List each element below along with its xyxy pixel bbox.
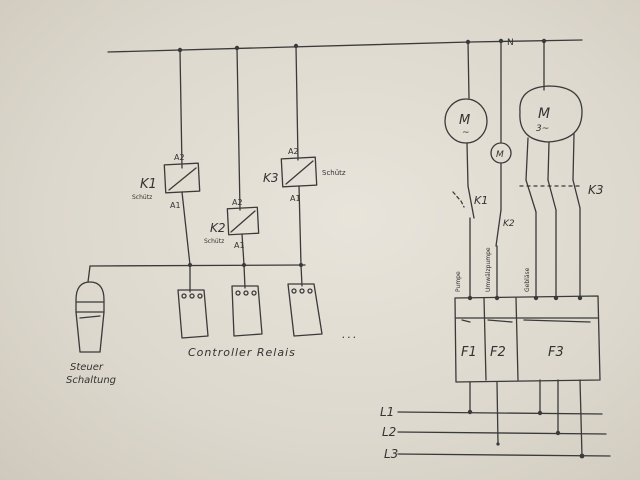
controller-label: Controller Relais (188, 346, 296, 359)
wire-k2-down (241, 233, 245, 266)
feed-k2 (236, 47, 241, 211)
k3-note: Schütz (322, 169, 346, 177)
k3-a2-label: A2 (288, 147, 299, 156)
motor-2: M (490, 40, 512, 211)
load-label-1: Pumpe (455, 271, 462, 292)
wire-relay3 (300, 264, 303, 287)
relay-ellipsis: ... (342, 328, 359, 341)
k3-a1-label: A1 (290, 194, 301, 203)
steuer-label-2: Schaltung (66, 375, 116, 386)
controller-relay-1 (177, 289, 209, 339)
node-l1-f3 (537, 410, 543, 416)
fuse-f3-label: F3 (548, 345, 564, 360)
wire-k3-down (298, 185, 302, 266)
neutral-label: N (507, 38, 514, 48)
switch-k1-label: K1 (474, 194, 488, 207)
supply-line-l2 (397, 431, 607, 435)
supply-line-l1 (397, 411, 603, 415)
k1-note: Schütz (132, 194, 152, 201)
k2-label: K2 (210, 221, 226, 235)
switch-k1: K1 (452, 185, 488, 297)
top-bus-line (107, 39, 583, 53)
fuse-f2-label: F2 (490, 345, 506, 360)
line-l3-label: L3 (384, 447, 398, 461)
switch-k3: K3 (519, 179, 604, 299)
k3-label: K3 (263, 171, 279, 185)
switch-k3-label: K3 (588, 183, 604, 197)
motor3-phase: 3~ (536, 124, 549, 134)
switch-k2: K2 (495, 209, 515, 297)
k1-label: K1 (140, 177, 157, 192)
motor-3: M 3~ (519, 40, 583, 181)
controller-relay-3 (287, 283, 323, 337)
motor1-phase: ~ (462, 128, 470, 138)
k2-note: Schütz (204, 238, 224, 245)
fuse-f1-label: F1 (461, 345, 477, 360)
node-l1-f1 (467, 409, 473, 415)
fuse-block: F1 F2 F3 (454, 295, 601, 383)
motor2-symbol: M (496, 150, 504, 160)
feed-k3 (295, 45, 299, 161)
feed-k1 (179, 49, 183, 169)
contactor-k3: A2 A1 K3 Schütz (263, 147, 346, 203)
contactor-k2: A2 A1 K2 Schütz (204, 198, 260, 250)
node-neutral (496, 442, 500, 446)
control-bus-line (87, 264, 306, 283)
contactor-k1: A2 A1 K1 Schütz (132, 153, 201, 210)
k1-a2-label: A2 (174, 153, 185, 162)
node-l2-f3 (555, 430, 561, 436)
load-label-3: Gebläse (524, 267, 531, 292)
line-l2-label: L2 (382, 425, 396, 439)
wire-relay2 (243, 264, 246, 289)
k2-a1-label: A1 (234, 241, 245, 250)
line-l1-label: L1 (380, 405, 394, 419)
node-l3-f3 (579, 453, 585, 459)
drop-f3c (579, 379, 583, 457)
steuer-label-1: Steuer (70, 362, 104, 373)
steuer-device: Steuer Schaltung (66, 281, 116, 386)
wire-k1-down (181, 191, 191, 266)
switch-k2-label: K2 (503, 219, 515, 229)
k1-a1-label: A1 (170, 201, 181, 210)
motor-1: M ~ (444, 41, 488, 187)
supply-line-l3 (397, 453, 611, 457)
motor1-symbol: M (459, 113, 470, 128)
controller-relay-2 (231, 285, 263, 337)
k2-a2-label: A2 (232, 198, 243, 207)
load-label-2: Umwälzpumpe (485, 247, 492, 292)
motor3-symbol: M (538, 106, 550, 122)
